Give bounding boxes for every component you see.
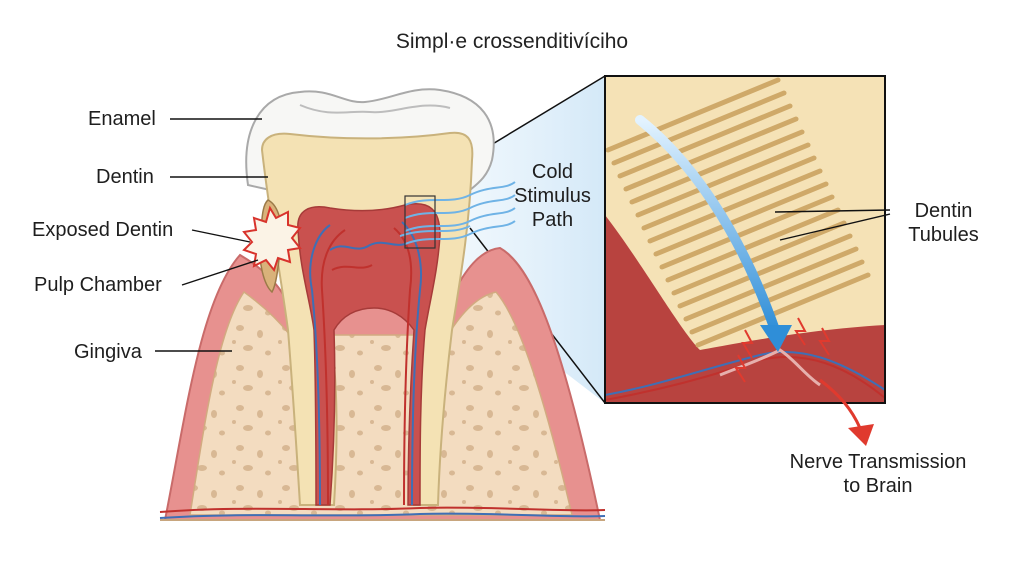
label-enamel: Enamel [88, 108, 156, 130]
nerve-transmission-arrow [819, 378, 862, 429]
label-cold-line-1: Cold [531, 161, 574, 183]
pulp-chamber [297, 203, 441, 506]
tubule [653, 181, 829, 257]
pulp-vessels [159, 221, 606, 519]
label-cold-stimulus-path: Cold Stimulus Path [505, 160, 600, 232]
tubule [677, 233, 853, 309]
diagram-title: Simpl·e crossenditivíciho [395, 30, 629, 53]
label-dentin-tubules: Dentin Tubules [896, 199, 991, 247]
tubule [629, 129, 805, 205]
label-tubules-line-1: Dentin [914, 200, 973, 222]
inset-frame [604, 75, 886, 404]
label-pulp-chamber: Pulp Chamber [34, 274, 162, 296]
label-cold-line-3: Path [531, 209, 574, 231]
tubule [611, 90, 787, 166]
tubule [665, 207, 841, 283]
tubule-lines [605, 77, 871, 348]
label-gingiva: Gingiva [74, 341, 142, 363]
tubule [605, 77, 781, 153]
tubule [671, 220, 847, 296]
tubule [689, 259, 865, 335]
enamel-groove [299, 104, 451, 114]
tubule [683, 246, 859, 322]
tubule [623, 116, 799, 192]
nerve-arrow-head [848, 424, 874, 446]
cold-wave-lines [399, 181, 516, 245]
tubule [641, 155, 817, 231]
label-cold-line-2: Stimulus [514, 185, 591, 207]
tubule [659, 194, 835, 270]
tooth-inset-marker [404, 195, 436, 249]
tubule [647, 168, 823, 244]
label-nerve-line-2: to Brain [843, 475, 913, 497]
tubule [695, 272, 871, 348]
tubule [635, 142, 811, 218]
leader-lines [155, 118, 891, 352]
label-tubules-line-2: Tubules [908, 224, 979, 246]
magnification-funnel [405, 76, 605, 403]
label-nerve-line-1: Nerve Transmission [789, 451, 967, 473]
label-nerve-transmission: Nerve Transmission to Brain [768, 450, 988, 498]
label-exposed-dentin: Exposed Dentin [32, 219, 174, 241]
label-dentin: Dentin [96, 166, 154, 188]
tubule [617, 103, 793, 179]
dentin-tubules-inset [605, 76, 885, 403]
exposed-dentin-burst [242, 205, 302, 273]
